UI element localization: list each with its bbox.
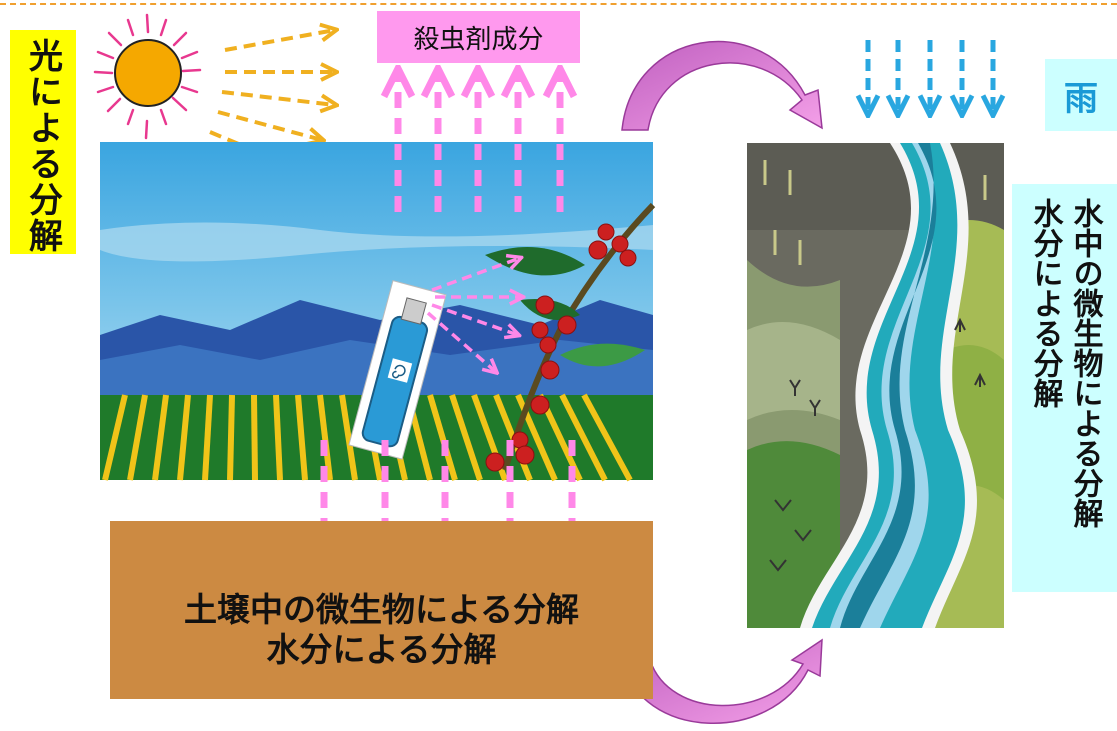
spray-can-icon bbox=[348, 280, 447, 460]
pesticide-component-label: 殺虫剤成分 bbox=[377, 11, 580, 63]
soil-decomposition-line-1: 土壌中の微生物による分解 bbox=[183, 590, 579, 629]
water-decomposition-line-2: 水分による分解 bbox=[1027, 198, 1063, 408]
soil-decomposition-line-2: 水分による分解 bbox=[266, 630, 497, 669]
rain-label: 雨 bbox=[1045, 59, 1117, 131]
sun-icon bbox=[93, 13, 202, 140]
rain-arrows bbox=[868, 40, 993, 113]
water-decomposition-line-1: 水中の微生物による分解 bbox=[1067, 198, 1103, 528]
soil-decomposition-box: 土壌中の微生物による分解 水分による分解 bbox=[110, 521, 653, 699]
cycle-arrow-top bbox=[621, 40, 823, 131]
light-decomposition-label: 光による分解 bbox=[10, 30, 76, 254]
top-dashed-border bbox=[0, 3, 1117, 5]
coffee-branch-icon bbox=[485, 202, 656, 472]
spray-arrows bbox=[426, 258, 522, 372]
pesticide-up-arrows bbox=[398, 72, 560, 212]
river-image bbox=[747, 143, 1004, 628]
light-decomposition-text: 光による分解 bbox=[22, 38, 63, 254]
cycle-arrow-bottom bbox=[621, 638, 823, 724]
water-decomposition-label: 水中の微生物による分解 水分による分解 bbox=[1012, 184, 1117, 592]
